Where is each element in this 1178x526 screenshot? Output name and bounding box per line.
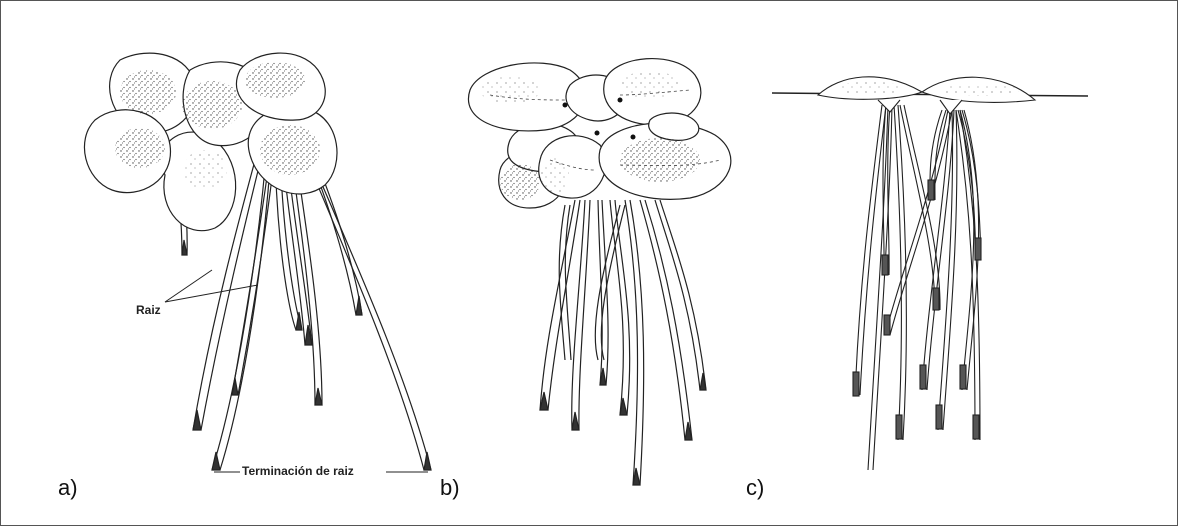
panel-a-drawing	[84, 53, 431, 472]
panel-b-label: b)	[440, 475, 460, 501]
panel-b-root-tips	[540, 368, 706, 485]
panel-b-roots	[540, 200, 706, 485]
root-annotation: Raiz	[136, 303, 161, 317]
root-tip-annotation: Terminación de raiz	[242, 464, 354, 478]
panel-a-label: a)	[58, 475, 78, 501]
panel-c-drawing	[772, 77, 1088, 470]
panel-c-roots	[855, 105, 981, 470]
panel-c-label: c)	[746, 475, 764, 501]
panel-b-drawing	[468, 59, 730, 485]
panel-c-floating-leaves	[818, 77, 1035, 114]
